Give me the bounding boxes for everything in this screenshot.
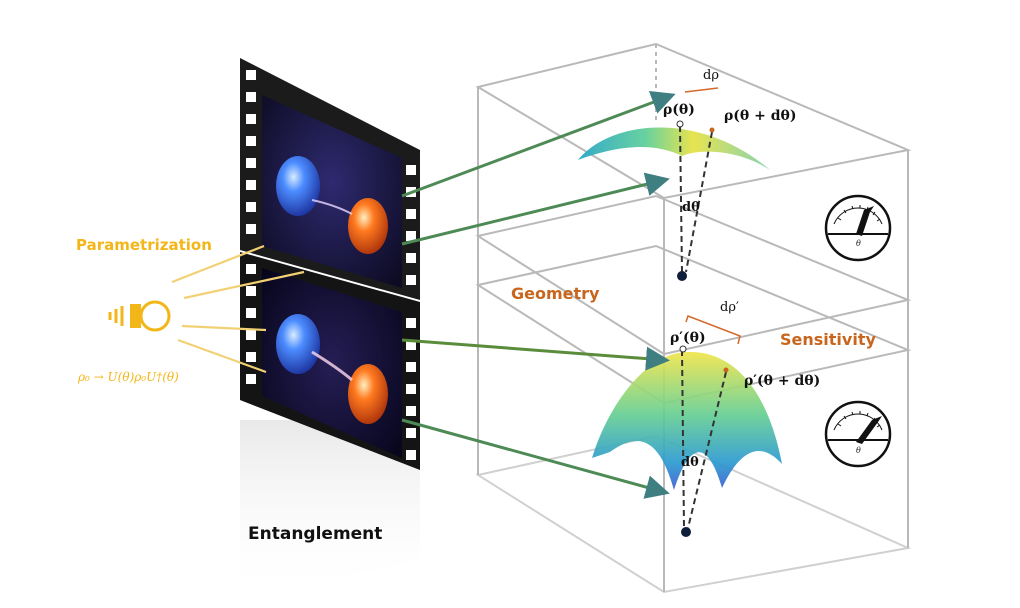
origin-point-top: [677, 271, 687, 281]
blue-particle-1: [276, 156, 320, 216]
entanglement-label: Entanglement: [248, 524, 383, 544]
film-strip: [240, 58, 420, 600]
rho-bottom-shift-label: ρ′(θ + dθ): [744, 373, 821, 389]
radial-lines-bottom: [681, 349, 727, 529]
rho-point-bottom-shift: [723, 367, 729, 373]
sprocket-holes-right: [406, 165, 416, 460]
rho-point-bottom: [679, 345, 687, 353]
dtheta-top-label: dθ: [682, 200, 700, 215]
surface-top: [578, 127, 770, 170]
rho-top-shift-label: ρ(θ + dθ): [724, 108, 797, 124]
gauge-meter-icon: [824, 400, 892, 468]
mapping-arrows: [401, 91, 676, 499]
drho-bracket-top: [684, 87, 719, 93]
origin-point-bottom: [681, 527, 691, 537]
drho-top-label: dρ: [703, 68, 719, 83]
dial-theta-label: θ: [856, 446, 861, 455]
sprocket-holes-left: [246, 70, 256, 384]
orange-particle-1: [348, 198, 388, 254]
rho-point-top: [676, 120, 684, 128]
orange-particle-2: [348, 364, 388, 424]
light-bulb-icon: [108, 300, 171, 332]
dtheta-bottom-label: dθ: [681, 455, 699, 470]
entangle-link-2: [311, 350, 353, 382]
film-reflection: [240, 420, 420, 600]
surface-bottom: [592, 351, 782, 490]
geometry-label: Geometry: [511, 284, 600, 303]
drho-bottom-label: dρ′: [720, 300, 739, 315]
drho-bracket-bottom: [685, 315, 741, 345]
rho-top-label: ρ(θ): [663, 102, 695, 118]
rho-bottom-label: ρ′(θ): [670, 330, 706, 346]
parametrization-label: Parametrization: [76, 236, 212, 254]
radial-lines-top: [679, 125, 713, 273]
blue-particle-2: [276, 314, 320, 374]
gauge-meter-icon: [824, 194, 892, 262]
rho-point-top-shift: [709, 127, 715, 133]
entangle-link-1: [311, 199, 353, 215]
dial-theta-label: θ: [856, 239, 861, 248]
parametrization-rays: [171, 244, 305, 374]
transform-formula: ρ₀ → U(θ)ρ₀U†(θ): [78, 370, 179, 384]
sensitivity-label: Sensitivity: [780, 330, 876, 349]
